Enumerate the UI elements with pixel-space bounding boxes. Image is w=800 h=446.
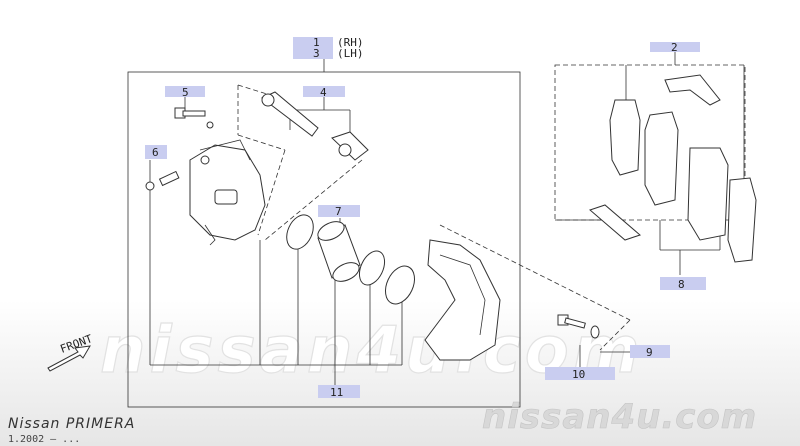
- model-date-range: 1.2002 – ...: [8, 434, 80, 445]
- callout-11: 11: [318, 385, 360, 399]
- retaining-ring: [384, 265, 416, 305]
- callout-7: 7: [318, 205, 360, 218]
- leader-lines: [149, 52, 745, 385]
- callout-9: 9: [630, 345, 670, 359]
- bleeder-screw: [145, 170, 180, 191]
- svg-text:11: 11: [330, 386, 343, 399]
- brake-pads: [609, 99, 757, 263]
- callout-4: 4: [303, 86, 345, 99]
- callout-2: 2: [650, 41, 700, 54]
- svg-text:10: 10: [572, 368, 585, 381]
- svg-text:6: 6: [152, 146, 159, 159]
- torque-member-bracket: [424, 239, 501, 361]
- bottom-fade: [0, 300, 800, 446]
- callout-6: 6: [145, 145, 167, 159]
- svg-text:3: 3: [313, 47, 320, 60]
- front-arrow-icon: [47, 345, 91, 372]
- callout-8: 8: [660, 277, 706, 291]
- piston: [317, 221, 361, 282]
- caliper-bolt: [174, 107, 214, 129]
- callout-10: 10: [545, 367, 615, 381]
- pad-shims: [589, 74, 721, 241]
- svg-text:2: 2: [671, 41, 678, 54]
- dust-boot-ring: [358, 250, 386, 286]
- svg-text:(RH): (RH): [337, 36, 364, 49]
- svg-text:7: 7: [335, 205, 342, 218]
- caliper-housing: [189, 139, 266, 246]
- pad-kit-frame: [554, 64, 746, 221]
- model-name: Nissan PRIMERA: [8, 416, 135, 432]
- callout-1-3: 1 (RH) 3 (LH): [293, 36, 364, 60]
- piston-seal: [286, 214, 314, 250]
- svg-text:8: 8: [678, 278, 685, 291]
- svg-text:5: 5: [182, 86, 189, 99]
- svg-text:9: 9: [646, 346, 653, 359]
- watermark-footer: nissan4u.com: [482, 397, 757, 437]
- svg-text:(LH): (LH): [337, 47, 364, 60]
- bracket-bolt: [557, 314, 600, 339]
- guide-pins: [261, 91, 369, 161]
- svg-text:1: 1: [313, 36, 320, 49]
- callout-5: 5: [165, 86, 205, 99]
- svg-text:4: 4: [320, 86, 327, 99]
